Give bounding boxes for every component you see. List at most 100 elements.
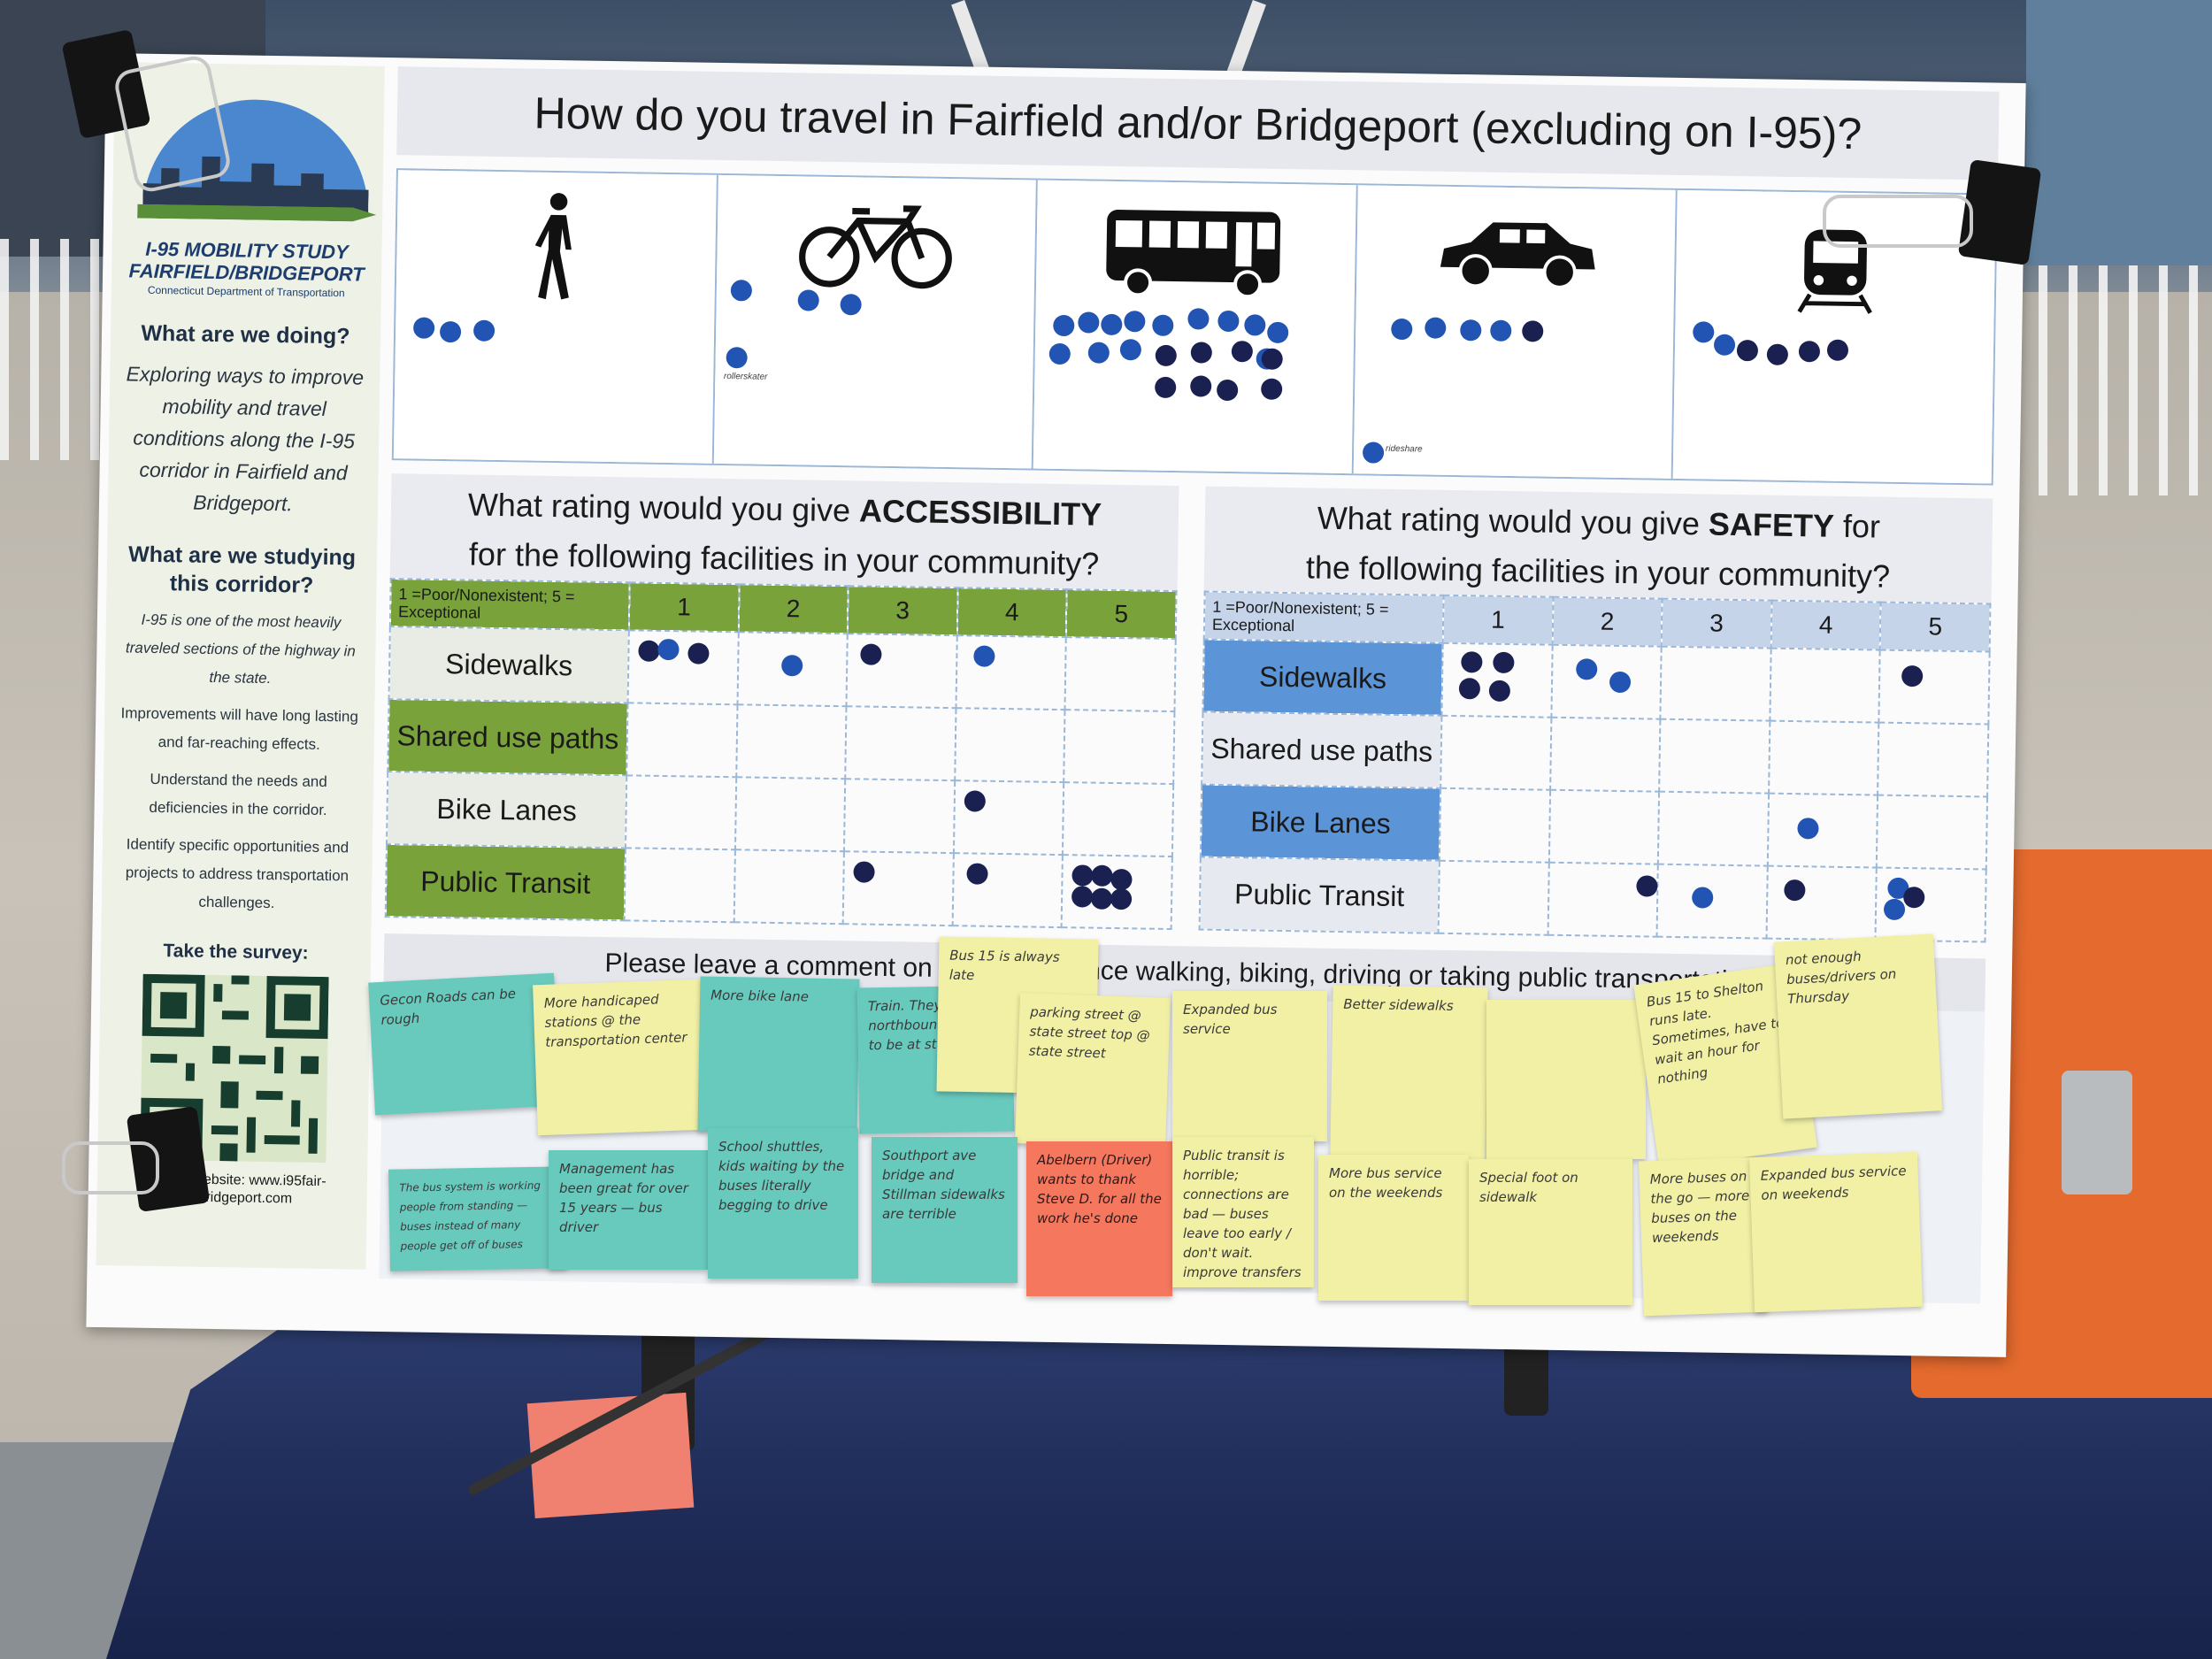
vote-cell[interactable] (624, 848, 735, 923)
vote-cell[interactable] (953, 780, 1064, 856)
mode-bus (1033, 180, 1358, 474)
rating-3-header: 3 (1661, 598, 1772, 649)
rating-2-header: 2 (738, 584, 849, 634)
main-question-title: How do you travel in Fairfield and/or Br… (396, 66, 2000, 180)
vote-cell[interactable] (733, 849, 845, 925)
scale-label: 1 =Poor/Nonexistent; 5 = Exceptional (389, 579, 630, 631)
sticky-note[interactable]: More bike lane (697, 976, 860, 1134)
facility-public-transit: Public Transit (385, 844, 626, 921)
sticky-note[interactable]: More bus service on the weekends (1318, 1155, 1469, 1301)
studying-text: I-95 is one of the most heavily traveled… (125, 611, 357, 687)
bus-icon (1102, 201, 1289, 321)
vote-cell[interactable] (737, 632, 848, 707)
vote-cell[interactable] (735, 704, 847, 780)
sticky-note[interactable]: Expanded bus service on weekends (1749, 1151, 1923, 1313)
vote-cell[interactable] (842, 851, 954, 926)
rating-5-header: 5 (1066, 589, 1177, 640)
building-right (2026, 0, 2212, 265)
rating-1-header: 1 (1442, 595, 1554, 645)
sticky-note[interactable]: Public transit is horrible; connections … (1172, 1137, 1314, 1287)
mode-driving: rideshare (1353, 185, 1678, 479)
vote-cell[interactable] (1439, 787, 1550, 863)
rating-4-header: 4 (956, 588, 1067, 638)
vote-cell[interactable] (625, 775, 736, 850)
rating-1-header: 1 (628, 582, 740, 633)
sticky-note[interactable]: Management has been great for over 15 ye… (549, 1150, 708, 1270)
vote-cell[interactable] (1877, 795, 1988, 870)
accessibility-question: What rating would you give ACCESSIBILITY… (389, 473, 1179, 591)
facility-sidewalks: Sidewalks (1202, 639, 1443, 716)
mode-biking: rollerskater (713, 174, 1039, 469)
vote-cell[interactable] (1660, 646, 1771, 721)
point-2: Understand the needs and deficiencies in… (149, 770, 327, 819)
vote-cell[interactable] (1549, 717, 1661, 792)
vote-cell[interactable] (627, 630, 739, 705)
point-1: Improvements will have long lasting and … (120, 704, 359, 753)
vote-cell[interactable] (956, 635, 1067, 710)
vote-cell[interactable] (1548, 862, 1659, 937)
railing-left (0, 239, 106, 460)
logo-subtitle: Connecticut Department of Transportation (147, 283, 345, 300)
vote-cell[interactable] (952, 853, 1064, 928)
vote-cell[interactable] (1441, 642, 1553, 718)
pedestrian-icon (524, 191, 588, 327)
vote-cell[interactable] (954, 708, 1065, 783)
sticky-note[interactable]: More handicaped stations @ the transport… (533, 979, 706, 1136)
vote-cell[interactable] (1063, 782, 1174, 857)
vote-cell[interactable] (1440, 715, 1552, 790)
vote-cell[interactable] (1548, 789, 1660, 864)
vote-cell[interactable] (1658, 791, 1769, 866)
sticky-note[interactable]: Expanded bus service (1172, 991, 1327, 1141)
rating-4-header: 4 (1770, 600, 1881, 650)
car-icon (1431, 206, 1601, 318)
vote-cell[interactable] (1061, 855, 1172, 930)
scale-label: 1 =Poor/Nonexistent; 5 = Exceptional (1203, 591, 1444, 643)
travel-modes-row: rollerskater rideshare (391, 168, 1998, 486)
sticky-note[interactable]: School shuttles, kids waiting by the bus… (708, 1128, 858, 1279)
vote-cell[interactable] (1064, 637, 1176, 712)
vote-cell[interactable] (626, 703, 738, 778)
info-sidebar: I-95 MOBILITY STUDY FAIRFIELD/BRIDGEPORT… (96, 62, 385, 1270)
vote-cell[interactable] (844, 779, 955, 854)
accessibility-grid: 1 =Poor/Nonexistent; 5 = Exceptional 1 2… (385, 578, 1178, 930)
railing-right (2008, 265, 2212, 495)
rating-2-header: 2 (1552, 596, 1663, 647)
vote-cell[interactable] (1656, 864, 1768, 939)
survey-label: Take the survey: (163, 941, 309, 964)
vote-cell[interactable] (1878, 649, 1990, 725)
sticky-note[interactable]: Better sidewalks (1330, 985, 1488, 1161)
vote-cell[interactable] (1659, 718, 1770, 794)
facility-bike-lanes: Bike Lanes (386, 772, 627, 849)
vote-cell[interactable] (1768, 720, 1879, 795)
safety-question: What rating would you give SAFETY for th… (1203, 486, 1993, 603)
sticky-note[interactable] (1486, 1000, 1646, 1159)
vote-cell[interactable] (1878, 722, 1989, 797)
survey-board: I-95 MOBILITY STUDY FAIRFIELD/BRIDGEPORT… (86, 53, 2026, 1357)
vote-cell[interactable] (1551, 644, 1662, 719)
sticky-note[interactable]: Special foot on sidewalk (1469, 1159, 1632, 1305)
mode-walking (393, 170, 718, 464)
vote-cell[interactable] (1438, 860, 1549, 935)
vote-cell[interactable] (734, 777, 846, 852)
vote-cell[interactable] (1766, 865, 1878, 941)
sticky-note[interactable]: parking street @ state street top @ stat… (1015, 993, 1171, 1148)
sticky-note[interactable]: The bus system is working people from st… (388, 1166, 567, 1271)
vote-cell[interactable] (1770, 648, 1881, 723)
sticky-note[interactable]: More buses on the go — more buses on the… (1638, 1156, 1769, 1317)
sticky-note[interactable]: not enough buses/drivers on Thursday (1773, 933, 1943, 1119)
sticky-note[interactable]: Gecon Roads can be rough (368, 972, 561, 1116)
rating-3-header: 3 (847, 586, 958, 636)
vote-cell[interactable] (845, 706, 956, 781)
heading-studying: What are we studying this corridor? (127, 541, 357, 598)
vote-cell[interactable] (846, 634, 957, 709)
vote-cell[interactable] (1064, 710, 1175, 785)
vote-cell[interactable] (1875, 867, 1986, 942)
sticky-note[interactable]: Abelbern (Driver) wants to thank Steve D… (1026, 1141, 1172, 1296)
safety-grid: 1 =Poor/Nonexistent; 5 = Exceptional 1 2… (1199, 591, 1992, 943)
facility-public-transit: Public Transit (1199, 856, 1440, 933)
toolbox-latch (2062, 1071, 2132, 1194)
heading-doing: What are we doing? (141, 320, 350, 349)
sticky-note[interactable]: Southport ave bridge and Stillman sidewa… (872, 1137, 1018, 1283)
vote-cell[interactable] (1767, 793, 1878, 868)
facility-shared-use-paths: Shared use paths (388, 699, 628, 776)
